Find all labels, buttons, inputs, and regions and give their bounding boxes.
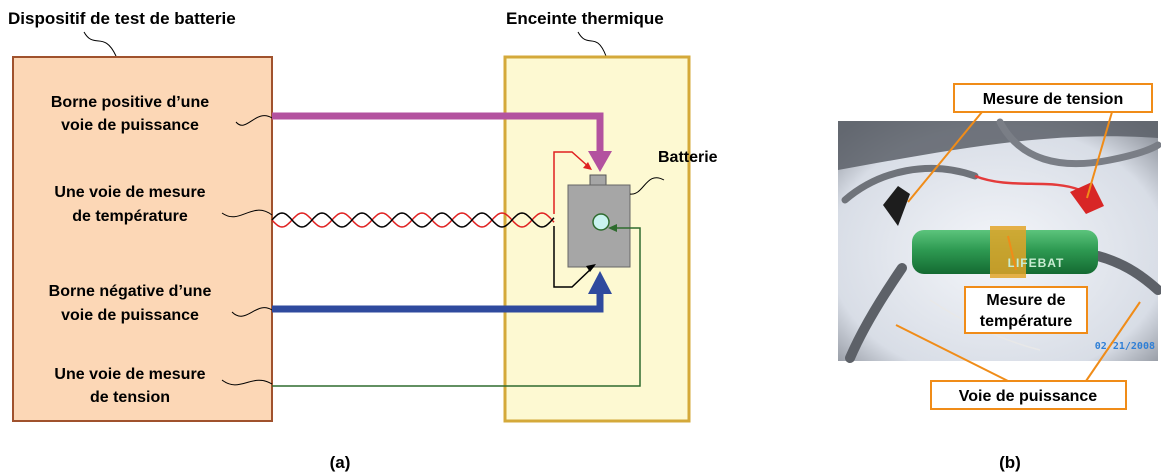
channel-negative-power-line2: voie de puissance [61, 307, 199, 324]
battery-terminal [590, 175, 606, 186]
enclosure-title: Enceinte thermique [506, 9, 664, 28]
caption-a: (a) [330, 453, 351, 472]
panel-b: LIFEBAT 02/21/2008 Mesure de tension Mes… [838, 84, 1158, 472]
photo-kapton-tape [990, 226, 1026, 278]
temperature-measure-callout: Mesure de température [965, 287, 1087, 333]
panel-a: Dispositif de test de batterie Enceinte … [8, 9, 718, 472]
device-title: Dispositif de test de batterie [8, 9, 236, 28]
photo-date-stamp: 02/21/2008 [1095, 341, 1155, 352]
battery-label: Batterie [658, 149, 718, 166]
temperature-measure-callout-line1: Mesure de [986, 292, 1065, 309]
caption-b: (b) [999, 453, 1021, 472]
device-title-leader [84, 32, 116, 56]
power-channel-callout-label: Voie de puissance [959, 388, 1098, 405]
power-channel-callout: Voie de puissance [931, 381, 1126, 409]
battery [568, 175, 630, 267]
channel-voltage-line1: Une voie de mesure [54, 366, 205, 383]
voltage-measure-callout: Mesure de tension [954, 84, 1152, 112]
channel-temperature-line2: de température [72, 208, 188, 225]
channel-voltage-line2: de tension [90, 389, 170, 406]
channel-positive-power-line1: Borne positive d’une [51, 94, 209, 111]
voltage-measure-callout-label: Mesure de tension [983, 91, 1123, 108]
channel-negative-power-line1: Borne négative d’une [49, 283, 212, 300]
channel-temperature-line1: Une voie de mesure [54, 184, 205, 201]
temperature-sensor [593, 214, 609, 230]
temperature-measure-callout-line2: température [980, 313, 1073, 330]
enclosure-title-leader [578, 32, 606, 56]
channel-positive-power-line2: voie de puissance [61, 117, 199, 134]
